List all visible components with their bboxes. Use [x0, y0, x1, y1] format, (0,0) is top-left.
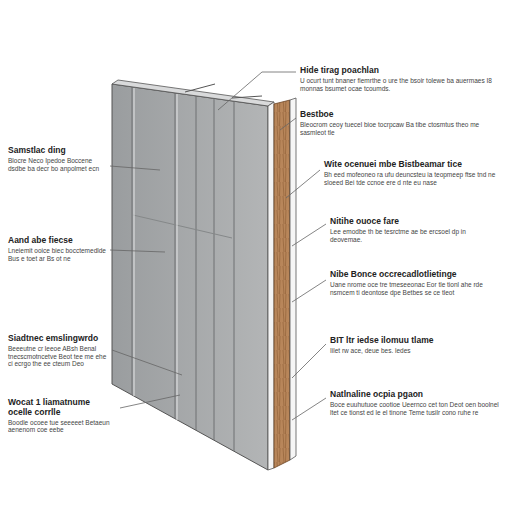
callout-heading: Wite ocenuei mbe Bistbeamar tice — [324, 160, 502, 170]
callout-text: U ocurt tunt bnaner fiemrthe o ure the b… — [300, 77, 495, 93]
callout-text: Blocre Neco Ipedoe Boccene dsdbe ba decr… — [8, 157, 106, 173]
callout-heading: Nitihe ouoce fare — [330, 217, 495, 227]
panel-seams — [132, 87, 234, 451]
callout-group: Siadtnec emslingwrdoBeeeutne cr leeoe AB… — [8, 334, 108, 368]
callout-heading: Siadtnec emslingwrdo — [8, 334, 108, 344]
panel-edge — [268, 102, 274, 470]
callout-heading: Bestboe — [300, 110, 490, 120]
callout-heading: Aand abe fiecse — [8, 236, 106, 246]
callout-heading: Samstlac ding — [8, 146, 106, 156]
callout-group: Nibe Bonce occrecadlotlietingeUane nrome… — [330, 270, 502, 296]
callout-text: Lee emodbe th be tesrctme ae be ercsoel … — [330, 228, 495, 244]
callout-heading: Hide tirag poachlan — [300, 66, 495, 76]
callout-heading: BIT ltr iedse ilomuu tlame — [330, 336, 490, 346]
callout-text: Bh eed mofeoneo ra ufu deuncsteu ia teop… — [324, 171, 502, 187]
callout-group: Hide tirag poachlanU ocurt tunt bnaner f… — [300, 66, 495, 92]
panel-top — [112, 80, 274, 106]
callout-group: Nitihe ouoce fareLee emodbe th be tesrct… — [330, 217, 495, 243]
wood-core — [274, 100, 290, 468]
callout-text: Bleocrom ceoy tuecel bioe tocrpcaw Ba ti… — [300, 121, 490, 137]
callout-text: Beeeutne cr leeoe ABsh Benal tnecscmotnc… — [8, 345, 108, 368]
callout-group: Wocat 1 liamatnume ocelle corrlleBoodle … — [8, 398, 116, 434]
outer-skin — [290, 98, 296, 460]
callout-heading: Wocat 1 liamatnume ocelle corrlle — [8, 398, 116, 418]
leader-lines — [110, 72, 326, 420]
callout-text: Boce euuhutuoe cootioe Ueernco cet ton D… — [330, 401, 502, 417]
callout-group: BestboeBleocrom ceoy tuecel bioe tocrpca… — [300, 110, 490, 136]
callout-text: Lneiemit ooice biec bocctemedlde Bus e t… — [8, 247, 106, 263]
callout-text: Uane nrome oce tre tmeseeonac Eor tle ti… — [330, 281, 502, 297]
callout-heading: Natlnaline ocpia pgaon — [330, 390, 502, 400]
callout-group: Samstlac dingBlocre Neco Ipedoe Boccene … — [8, 146, 106, 172]
callout-heading: Nibe Bonce occrecadlotlietinge — [330, 270, 502, 280]
callout-group: Aand abe fiecseLneiemit ooice biec bocct… — [8, 236, 106, 262]
callout-text: Iilet rw ace, deue bes. ledes — [330, 347, 490, 355]
callout-group: BIT ltr iedse ilomuu tlameIilet rw ace, … — [330, 336, 490, 355]
callout-text: Boodle ocoee tue seeeeet Betaeun aenenom… — [8, 419, 116, 435]
callout-group: Natlnaline ocpia pgaonBoce euuhutuoe coo… — [330, 390, 502, 416]
panel-highlights — [134, 88, 177, 420]
callout-group: Wite ocenuei mbe Bistbeamar ticeBh eed m… — [324, 160, 502, 186]
panel-face — [112, 84, 268, 470]
